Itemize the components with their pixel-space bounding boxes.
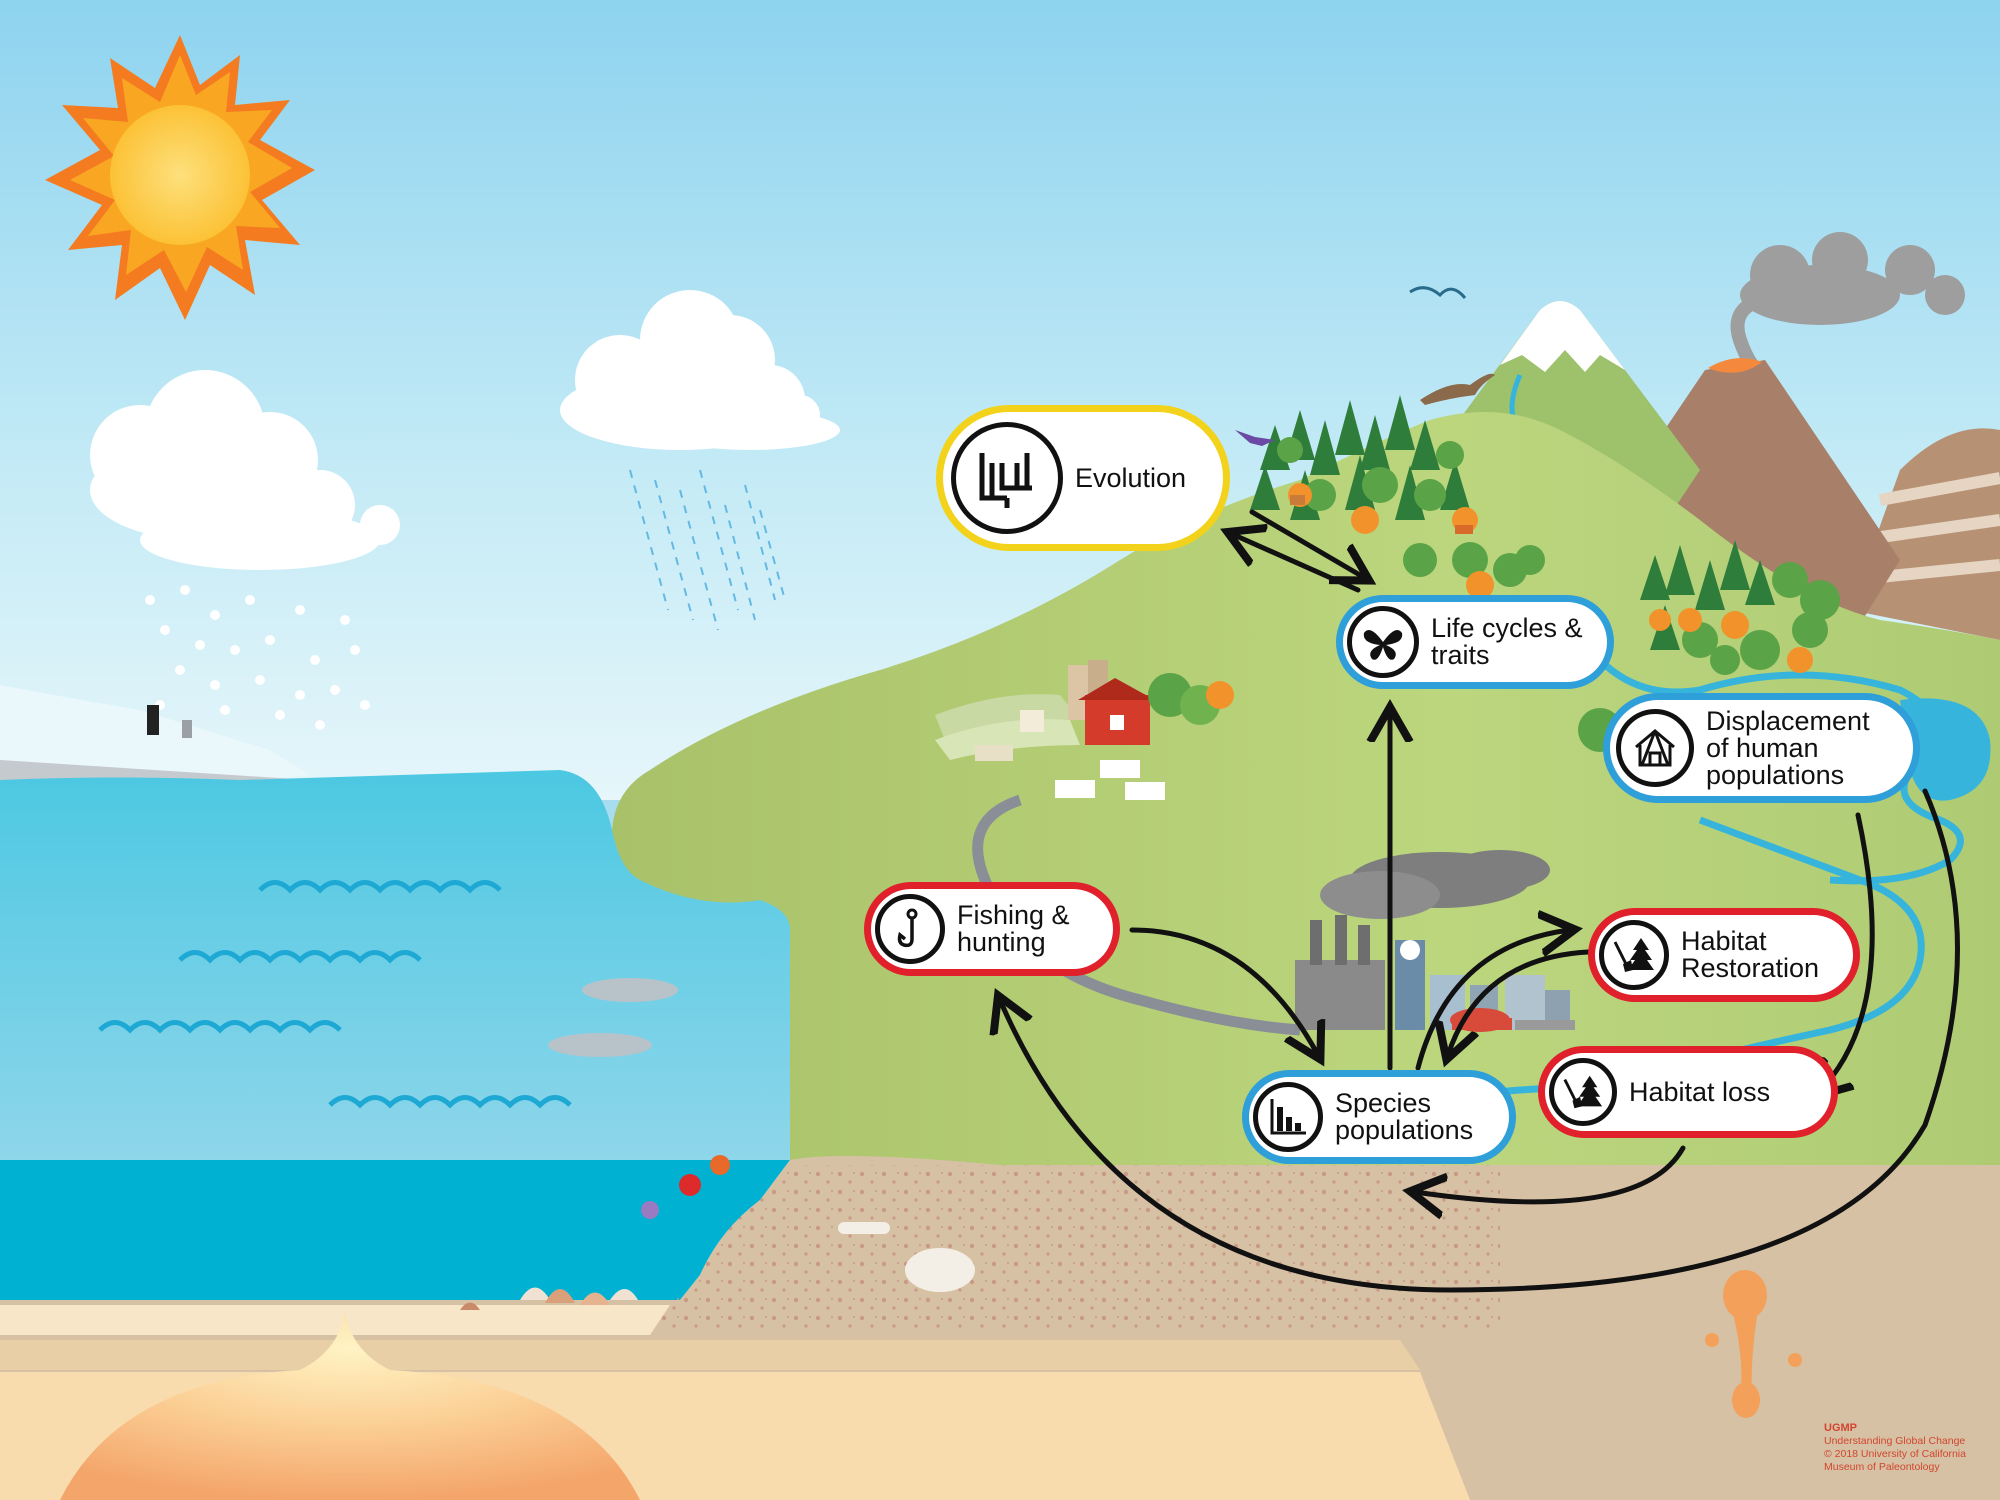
magma-chamber [60, 1310, 640, 1500]
node-label: Species populations [1335, 1088, 1474, 1145]
credit-line: Understanding Global Change [1824, 1435, 1966, 1447]
cow-icon [1100, 760, 1140, 778]
node-displacement[interactable]: Displacement of human populations [1603, 693, 1920, 803]
fishhook-icon [875, 894, 945, 964]
butterfly-icon [1347, 606, 1419, 678]
arrow-loss-to-species [1415, 1145, 1686, 1202]
node-label: Evolution [1075, 462, 1187, 493]
sheep-icon [975, 745, 1013, 761]
arrow-restoration-to-species [1448, 949, 1591, 1055]
house-icon [1616, 709, 1694, 787]
dolphin-icon [548, 1033, 652, 1057]
deep-ocean [0, 1160, 790, 1300]
cow-icon [1125, 782, 1165, 800]
credit-text: UGMP Understanding Global Change © 2018 … [1824, 1422, 1966, 1474]
tree-shovel-icon [1599, 920, 1669, 990]
rain-cloud-icon [560, 290, 840, 450]
forest [1250, 395, 1545, 599]
ocean [0, 770, 790, 1165]
snowflakes [145, 585, 370, 730]
arrow-species-to-fishing [1000, 788, 1960, 1293]
node-evolution[interactable]: Evolution [936, 405, 1230, 551]
credit-brand: UGMP [1824, 1422, 1857, 1434]
node-label: Life cycles & traits [1431, 613, 1583, 670]
credit-line: © 2018 University of California [1824, 1448, 1966, 1460]
cow-icon [1055, 780, 1095, 798]
credit-line: Museum of Paleontology [1824, 1461, 1940, 1473]
farm [935, 660, 1234, 800]
sun-icon [45, 35, 315, 320]
glacier [0, 685, 310, 790]
lava-crater [1708, 358, 1762, 373]
purple-bird-icon [1235, 430, 1275, 446]
llama-icon [1020, 710, 1044, 732]
bar-chart-icon [1253, 1082, 1323, 1152]
arrow-fishing-to-species [1129, 927, 1318, 1055]
penguin-icon [147, 705, 159, 735]
eagle-icon [1420, 373, 1495, 405]
river-branch [1418, 816, 1925, 1118]
deer-icon [1290, 495, 1305, 505]
mountain-snowcap [1500, 301, 1625, 372]
connector-arrows [1000, 509, 1960, 1293]
node-label: Habitat loss [1629, 1076, 1771, 1107]
snow-cloud-icon [90, 370, 400, 570]
fox-icon [1455, 525, 1473, 534]
rain-drops [629, 469, 786, 631]
dolphin-icon [582, 978, 678, 1002]
arrow-evolution-to-life-cycles [1249, 509, 1365, 578]
crust-band [0, 1340, 1420, 1370]
magma-plume [1705, 1270, 1802, 1418]
penguin-chick-icon [182, 720, 192, 738]
node-habitat-loss[interactable]: Habitat loss [1538, 1046, 1838, 1138]
volcano-smoke [1730, 232, 1965, 370]
node-life-cycles-traits[interactable]: Life cycles & traits [1336, 595, 1614, 689]
crust-layer [0, 1305, 670, 1335]
tree-shovel-icon [1549, 1058, 1617, 1126]
bird-icon [1409, 286, 1467, 299]
node-habitat-restoration[interactable]: Habitat Restoration [1588, 908, 1860, 1002]
ocean-waves [98, 880, 572, 1109]
fossil-skull-icon [905, 1248, 975, 1292]
starfish-icon [641, 1155, 730, 1219]
ocean-floor-shells [460, 1287, 638, 1310]
phylogeny-tree-icon [951, 422, 1063, 534]
node-label: Fishing & hunting [957, 900, 1070, 957]
factory-city [1295, 850, 1575, 1032]
forest-right [1578, 540, 1840, 773]
sediment-dots [640, 1165, 1500, 1330]
node-species-populations[interactable]: Species populations [1242, 1070, 1516, 1164]
arrow-displacement-to-loss [1818, 812, 1875, 1093]
river-lake [1900, 698, 1991, 801]
node-label: Habitat Restoration [1681, 926, 1820, 983]
node-fishing-hunting[interactable]: Fishing & hunting [864, 882, 1120, 976]
fossil-bone-icon [838, 1222, 890, 1234]
arrow-species-to-restoration [1415, 930, 1570, 1071]
node-label: Displacement of human populations [1706, 705, 1870, 790]
